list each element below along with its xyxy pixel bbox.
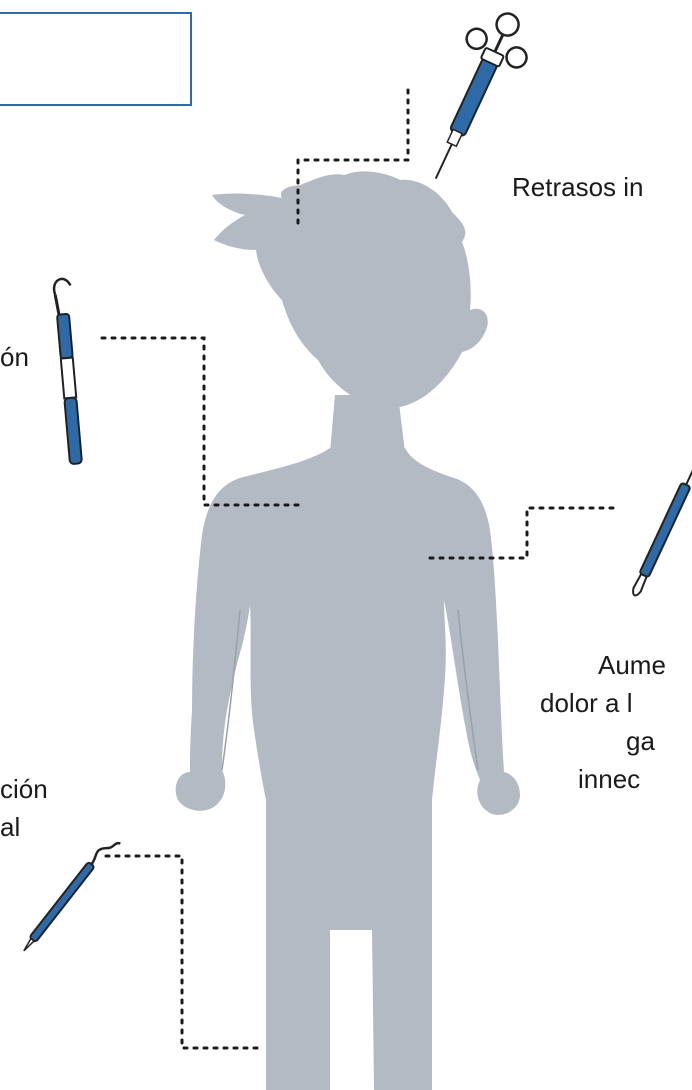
scalpel-icon (630, 463, 692, 598)
syringe-icon (407, 1, 541, 192)
label-left-top: ón (0, 340, 29, 374)
label-right-middle-1: Aume (598, 648, 666, 682)
label-right-middle-4: innec (578, 762, 640, 796)
dental-probe-icon (53, 278, 86, 464)
label-top-right: Retrasos in (512, 170, 644, 204)
connector-explorer (106, 856, 262, 1048)
person-neck (330, 395, 405, 452)
dental-explorer-icon (21, 835, 121, 957)
label-left-bottom-2: al (0, 810, 20, 844)
person-body (176, 448, 520, 1090)
label-left-bottom-1: ción (0, 772, 48, 806)
label-right-middle-3: ga (626, 724, 655, 758)
person-head (212, 171, 488, 408)
person-silhouette-icon (176, 171, 520, 1090)
label-right-middle-2: dolor a l (540, 686, 633, 720)
